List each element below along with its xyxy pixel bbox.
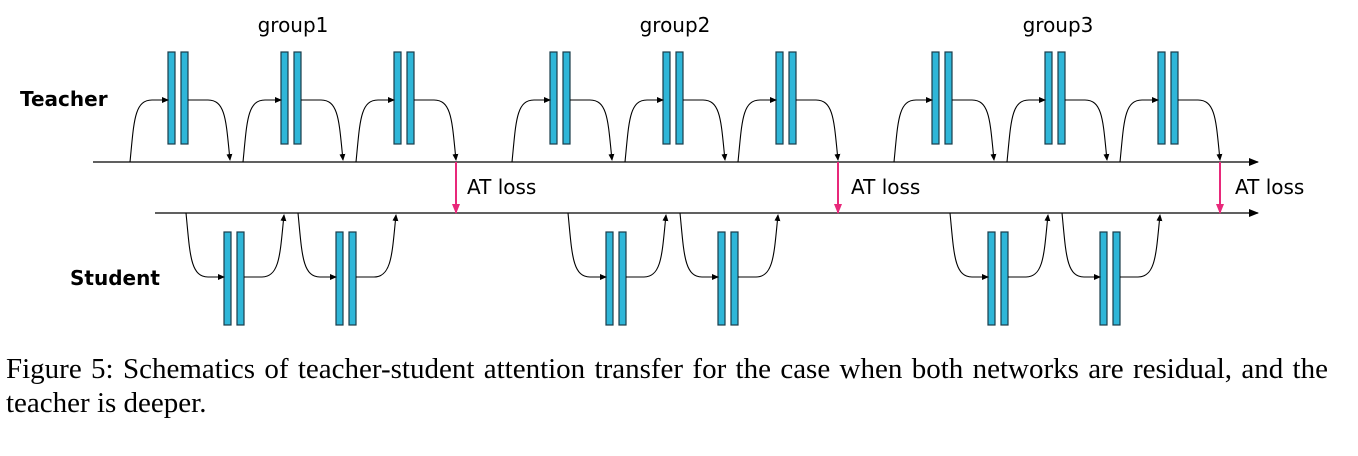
- residual-layer-bar: [180, 51, 189, 145]
- at-loss-label: AT loss: [1235, 175, 1304, 199]
- student-label: Student: [70, 266, 160, 290]
- student-residual-unit: [1061, 212, 1163, 326]
- skip-connection-out: [1065, 99, 1110, 161]
- student-residual-unit: [567, 212, 669, 326]
- skip-connection-in: [1006, 97, 1046, 163]
- residual-layer-bar: [562, 51, 571, 145]
- residual-layer-bar: [1170, 51, 1179, 145]
- skip-connection-out: [796, 99, 841, 161]
- teacher-residual-unit: [511, 51, 615, 163]
- skip-connection-out: [1008, 214, 1051, 278]
- residual-layer-bar: [549, 51, 558, 145]
- skip-connection-in: [355, 97, 395, 163]
- skip-connection-in: [242, 97, 282, 163]
- residual-layer-bar: [675, 51, 684, 145]
- at-loss-label: AT loss: [851, 175, 920, 199]
- skip-connection-out: [414, 99, 459, 161]
- skip-connection-in: [1061, 212, 1101, 280]
- teacher-blocks: [129, 51, 1223, 163]
- residual-layer-bar: [1112, 231, 1121, 326]
- residual-layer-bar: [730, 231, 739, 326]
- residual-layer-bar: [1000, 231, 1009, 326]
- skip-connection-in: [949, 212, 989, 280]
- skip-connection-out: [301, 99, 346, 161]
- residual-layer-bar: [236, 231, 245, 326]
- skip-connection-out: [1120, 214, 1163, 278]
- teacher-residual-unit: [893, 51, 997, 163]
- residual-layer-bar: [348, 231, 357, 326]
- teacher-residual-unit: [129, 51, 233, 163]
- skip-connection-out: [952, 99, 997, 161]
- residual-layer-bar: [717, 231, 726, 326]
- teacher-residual-unit: [1006, 51, 1110, 163]
- skip-connection-in: [1119, 97, 1159, 163]
- attention-transfer-diagram: Teacher Student group1 group2 group3 AT …: [20, 13, 1304, 326]
- teacher-residual-unit: [242, 51, 346, 163]
- residual-layer-bar: [944, 51, 953, 145]
- skip-connection-out: [683, 99, 728, 161]
- residual-layer-bar: [167, 51, 176, 145]
- residual-layer-bar: [775, 51, 784, 145]
- residual-layer-bar: [1157, 51, 1166, 145]
- skip-connection-in: [893, 97, 933, 163]
- skip-connection-out: [570, 99, 615, 161]
- skip-connection-out: [1178, 99, 1223, 161]
- teacher-residual-unit: [1119, 51, 1223, 163]
- residual-layer-bar: [931, 51, 940, 145]
- residual-layer-bar: [1099, 231, 1108, 326]
- residual-layer-bar: [406, 51, 415, 145]
- residual-layer-bar: [987, 231, 996, 326]
- skip-connection-in: [129, 97, 169, 163]
- group-label: group2: [640, 13, 711, 37]
- teacher-residual-unit: [624, 51, 728, 163]
- group-label: group3: [1023, 13, 1094, 37]
- teacher-label: Teacher: [20, 87, 108, 111]
- student-residual-unit: [185, 212, 287, 326]
- skip-connection-out: [626, 214, 669, 278]
- loss-arrows: [452, 162, 1224, 214]
- residual-layer-bar: [618, 231, 627, 326]
- residual-layer-bar: [335, 231, 344, 326]
- skip-connection-out: [188, 99, 233, 161]
- group-label: group1: [258, 13, 329, 37]
- residual-layer-bar: [1044, 51, 1053, 145]
- skip-connection-out: [738, 214, 781, 278]
- skip-connection-in: [737, 97, 777, 163]
- residual-layer-bar: [605, 231, 614, 326]
- skip-connection-in: [511, 97, 551, 163]
- student-residual-unit: [679, 212, 781, 326]
- skip-connection-in: [567, 212, 607, 280]
- skip-connection-in: [679, 212, 719, 280]
- residual-layer-bar: [662, 51, 671, 145]
- at-loss-label: AT loss: [467, 175, 536, 199]
- skip-connection-in: [297, 212, 337, 280]
- skip-connection-in: [185, 212, 225, 280]
- residual-layer-bar: [788, 51, 797, 145]
- teacher-residual-unit: [737, 51, 841, 163]
- student-residual-unit: [949, 212, 1051, 326]
- student-blocks: [185, 212, 1163, 326]
- teacher-residual-unit: [355, 51, 459, 163]
- residual-layer-bar: [293, 51, 302, 145]
- residual-layer-bar: [223, 231, 232, 326]
- student-residual-unit: [297, 212, 399, 326]
- skip-connection-out: [244, 214, 287, 278]
- residual-layer-bar: [1057, 51, 1066, 145]
- figure-caption: Figure 5: Schematics of teacher-student …: [6, 353, 1328, 419]
- residual-layer-bar: [393, 51, 402, 145]
- residual-layer-bar: [280, 51, 289, 145]
- skip-connection-out: [356, 214, 399, 278]
- skip-connection-in: [624, 97, 664, 163]
